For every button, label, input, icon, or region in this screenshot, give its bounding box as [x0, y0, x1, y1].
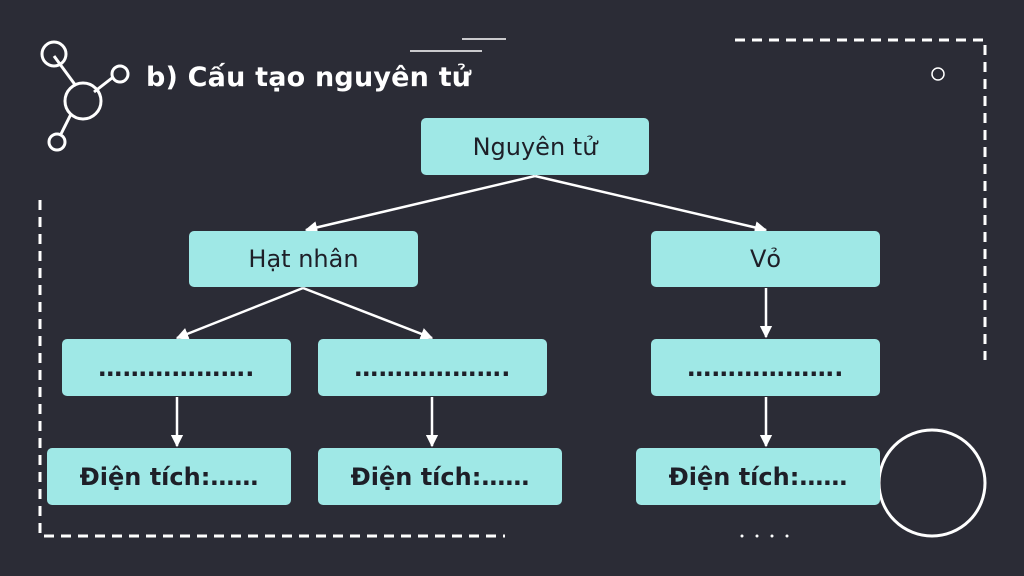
- node-nucleus-part1: ……………….: [62, 339, 291, 396]
- node-nucleus-part1-charge: Điện tích:……: [47, 448, 291, 505]
- edge-nucleus-part1: [175, 286, 304, 340]
- edge-root-shell: [534, 174, 768, 234]
- node-nucleus: Hạt nhân: [189, 231, 418, 287]
- node-shell-part-charge: Điện tích:……: [636, 448, 880, 505]
- small-circle-icon: [931, 67, 945, 81]
- node-nucleus-part2-charge: Điện tích:……: [318, 448, 562, 505]
- node-root: Nguyên tử: [421, 118, 649, 175]
- edge-nucleus-part2: [302, 286, 434, 340]
- node-shell: Vỏ: [651, 231, 880, 287]
- edge-root-nucleus: [304, 174, 536, 234]
- node-nucleus-part2: ……………….: [318, 339, 547, 396]
- dashed-frame-top-right: [735, 38, 987, 360]
- dashed-frame-bottom-left: [38, 200, 505, 538]
- node-shell-part: ……………….: [651, 339, 880, 396]
- molecule-icon: [40, 40, 130, 152]
- page-title: b) Cấu tạo nguyên tử: [146, 62, 472, 93]
- dots-icon: [740, 534, 789, 538]
